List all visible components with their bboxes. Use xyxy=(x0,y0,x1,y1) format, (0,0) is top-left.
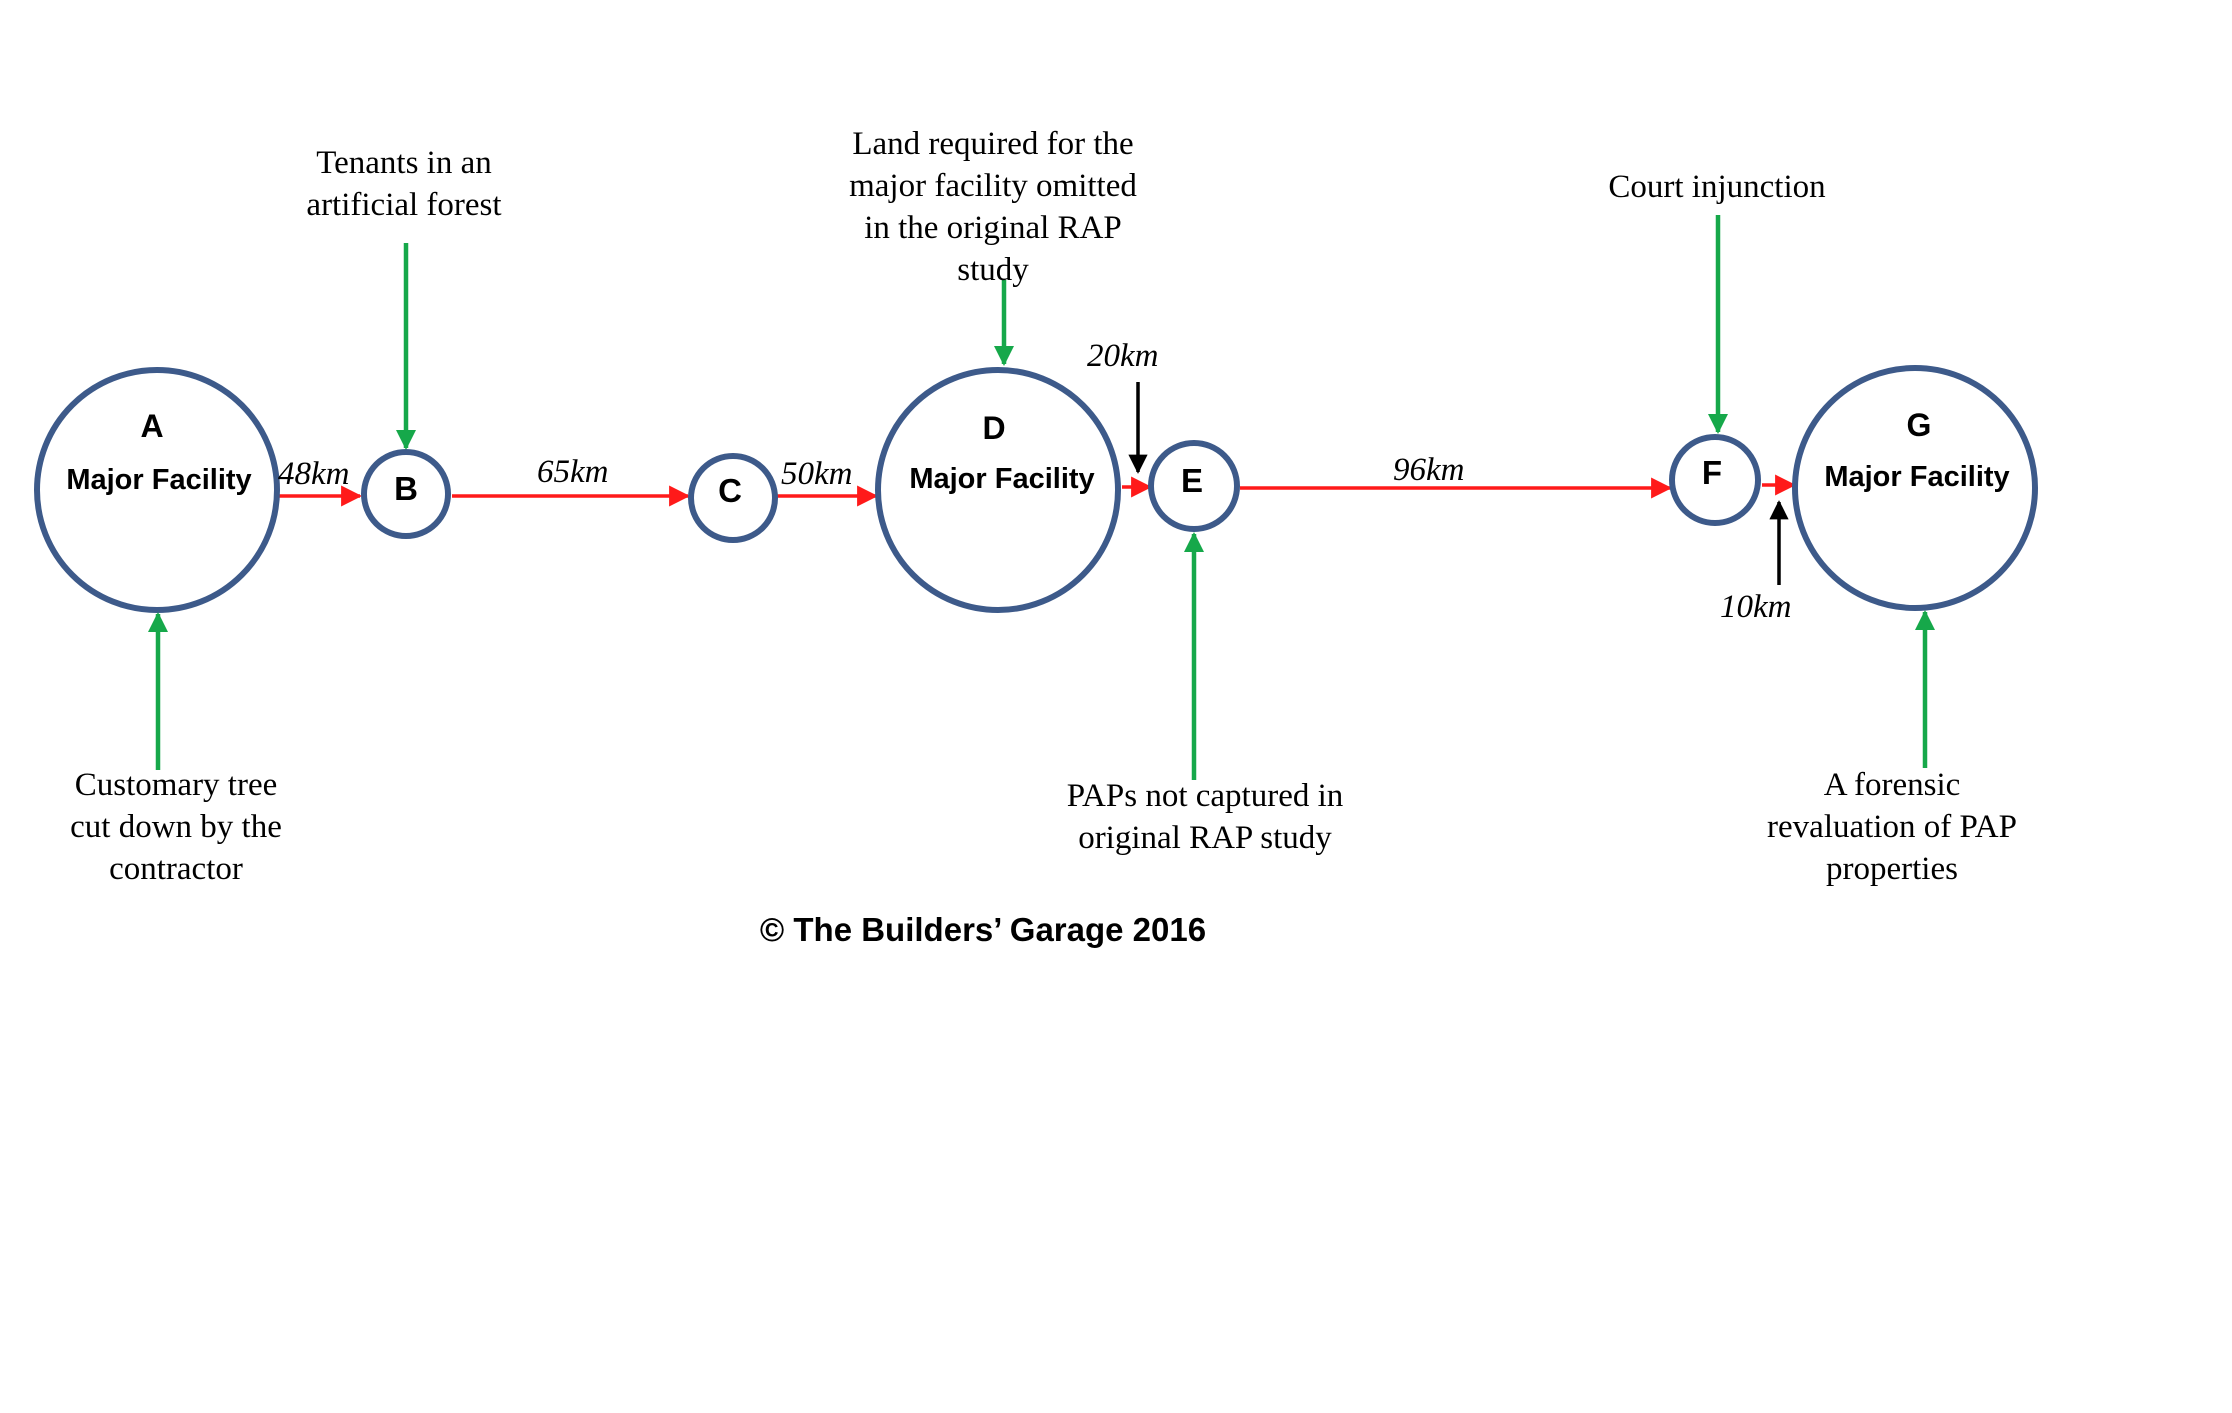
issue-note-e-line-1: PAPs not captured in xyxy=(1067,778,1344,814)
distance-label-c-d: 50km xyxy=(781,456,852,492)
node-g-label: Major Facility xyxy=(1824,461,2009,493)
distance-label-e-f: 96km xyxy=(1393,452,1464,488)
issue-note-a-line-1: Customary tree xyxy=(75,767,278,803)
issue-note-a-line-3: contractor xyxy=(109,851,243,887)
issue-note-e-line-2: original RAP study xyxy=(1078,820,1332,856)
issue-note-g: A forensic revaluation of PAP properties xyxy=(1767,767,2017,887)
node-e-letter: E xyxy=(1181,462,1203,499)
node-c: C xyxy=(688,453,778,543)
node-f-letter: F xyxy=(1702,454,1722,491)
issue-note-a-line-2: cut down by the xyxy=(70,809,282,845)
issue-note-f: Court injunction xyxy=(1608,169,1825,205)
issue-note-g-line-2: revaluation of PAP xyxy=(1767,809,2017,845)
distance-label-a-b: 48km xyxy=(278,456,349,492)
distance-label-f-g: 10km xyxy=(1720,589,1791,625)
issue-note-d-line-1: Land required for the xyxy=(852,126,1133,162)
issue-note-d-line-2: major facility omitted xyxy=(849,168,1137,204)
node-a-letter: A xyxy=(140,408,163,444)
node-g-letter: G xyxy=(1907,407,1932,443)
node-a-label: Major Facility xyxy=(66,464,251,496)
node-d-letter: D xyxy=(982,410,1005,446)
node-b-letter: B xyxy=(394,470,418,507)
issue-note-d-line-4: study xyxy=(957,252,1029,288)
issue-note-b: Tenants in an artificial forest xyxy=(306,145,501,223)
issue-note-g-line-3: properties xyxy=(1826,851,1958,887)
node-b: B xyxy=(361,449,451,539)
node-e: E xyxy=(1148,440,1240,532)
issue-note-d: Land required for the major facility omi… xyxy=(849,126,1137,288)
distance-label-d-e: 20km xyxy=(1087,338,1158,374)
node-d: D Major Facility xyxy=(875,367,1121,613)
issue-note-b-line-1: Tenants in an xyxy=(316,145,491,181)
issue-note-g-line-1: A forensic xyxy=(1824,767,1961,803)
node-c-letter: C xyxy=(718,472,742,509)
node-a: A Major Facility xyxy=(34,367,280,613)
issue-note-d-line-3: in the original RAP xyxy=(864,210,1122,246)
node-f: F xyxy=(1669,434,1761,526)
issue-note-f-line-1: Court injunction xyxy=(1608,169,1825,205)
distance-label-b-c: 65km xyxy=(537,454,608,490)
node-d-label: Major Facility xyxy=(909,463,1094,495)
issue-note-b-line-2: artificial forest xyxy=(306,187,501,223)
copyright-notice: © The Builders’ Garage 2016 xyxy=(760,911,1206,948)
issue-note-e: PAPs not captured in original RAP study xyxy=(1067,778,1344,856)
issue-note-a: Customary tree cut down by the contracto… xyxy=(70,767,282,887)
node-g: G Major Facility xyxy=(1792,365,2038,611)
